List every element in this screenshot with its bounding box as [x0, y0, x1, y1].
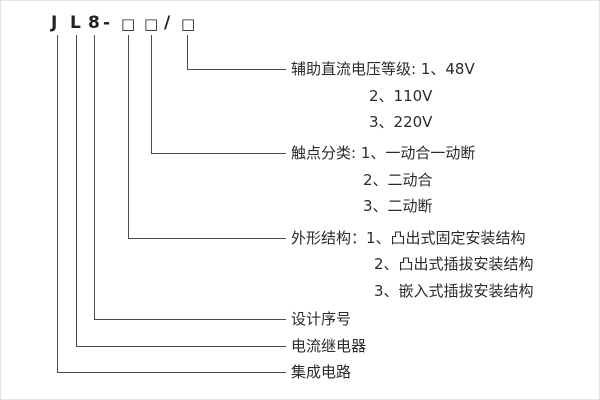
- leader-line-horizontal-design-serial: [94, 319, 286, 320]
- leader-line-horizontal-shape-structure: [128, 238, 286, 239]
- leader-line-vertical-design-serial: [94, 35, 95, 319]
- model-digit-8: 8: [88, 13, 100, 33]
- model-slash: /: [164, 13, 171, 33]
- label-aux-voltage-title: 辅助直流电压等级: 1、48V: [291, 60, 475, 78]
- model-letter-j: J: [51, 13, 58, 33]
- model-hyphen: -: [103, 13, 111, 33]
- leader-line-horizontal-integrated-circuit: [57, 372, 286, 373]
- leader-line-vertical-shape-structure: [128, 35, 129, 238]
- model-letter-l: L: [70, 13, 81, 33]
- label-aux-voltage-option-3: 3、220V: [369, 113, 433, 131]
- label-shape-structure-title: 外形结构：1、凸出式固定安装结构: [291, 229, 526, 247]
- label-current-relay: 电流继电器: [291, 337, 367, 355]
- leader-line-vertical-current-relay: [76, 35, 77, 346]
- leader-line-horizontal-contact-type: [151, 153, 286, 154]
- leader-line-horizontal-aux-voltage: [187, 69, 286, 70]
- leader-line-vertical-integrated-circuit: [57, 35, 58, 372]
- leader-line-horizontal-current-relay: [76, 346, 286, 347]
- label-contact-type-title: 触点分类: 1、一动合一动断: [291, 144, 476, 162]
- model-placeholder-box-3: □: [181, 15, 196, 33]
- label-shape-structure-option-2: 2、凸出式插拔安装结构: [374, 255, 534, 273]
- model-placeholder-box-2: □: [144, 15, 159, 33]
- label-contact-type-option-3: 3、二动断: [363, 197, 433, 215]
- label-design-serial: 设计序号: [291, 310, 352, 328]
- label-shape-structure-option-3: 3、嵌入式插拔安装结构: [374, 282, 534, 300]
- leader-line-vertical-aux-voltage: [187, 35, 188, 69]
- model-placeholder-box-1: □: [121, 15, 136, 33]
- label-aux-voltage-option-2: 2、110V: [369, 87, 433, 105]
- label-integrated-circuit: 集成电路: [291, 363, 352, 381]
- label-contact-type-option-2: 2、二动合: [363, 171, 433, 189]
- leader-line-vertical-contact-type: [151, 35, 152, 153]
